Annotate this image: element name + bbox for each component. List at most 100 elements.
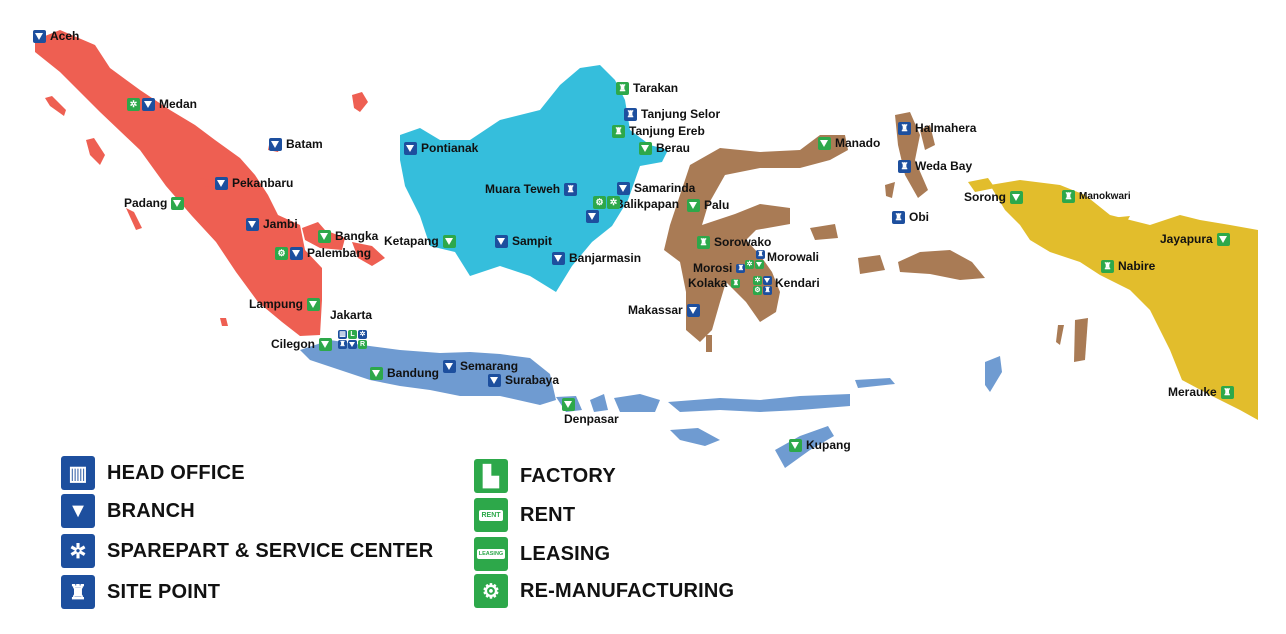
- branch-icon: [1216, 232, 1230, 246]
- rent-icon: [358, 340, 367, 349]
- location-manokwari[interactable]: Manokwari: [1062, 190, 1133, 203]
- location-manado[interactable]: Manado: [818, 136, 882, 150]
- branch-icon: [142, 97, 155, 111]
- location-tanjung-ereb[interactable]: Tanjung Ereb: [612, 124, 707, 138]
- location-morosi[interactable]: Morosi: [691, 261, 746, 275]
- location-semarang[interactable]: Semarang: [443, 359, 520, 373]
- branch-icon: [404, 141, 417, 155]
- location-obi[interactable]: Obi: [892, 210, 931, 224]
- remanufacturing-icon: [275, 246, 288, 260]
- location-berau[interactable]: Berau: [639, 141, 692, 155]
- branch-icon: [562, 398, 575, 411]
- sparepart-icon: [607, 196, 620, 209]
- location-balikpapan[interactable]: Balikpapan: [586, 196, 679, 223]
- site-point-icon: [564, 182, 578, 196]
- branch-icon: [639, 141, 652, 155]
- remanufacturing-icon: [593, 196, 606, 209]
- site-point-icon: [736, 263, 746, 273]
- location-surabaya[interactable]: Surabaya: [488, 373, 561, 387]
- location-halmahera[interactable]: Halmahera: [898, 121, 978, 135]
- location-pekanbaru[interactable]: Pekanbaru: [215, 176, 295, 190]
- branch-icon: [246, 217, 259, 231]
- head-office-icon: ▥: [61, 456, 95, 490]
- location-padang[interactable]: Padang: [122, 196, 185, 210]
- site-point-icon: [616, 81, 629, 95]
- sulawesi-maluku-region: [664, 112, 1088, 362]
- branch-icon: [687, 198, 700, 212]
- location-muara-teweh[interactable]: Muara Teweh: [483, 182, 578, 196]
- site-point-icon: [731, 278, 741, 288]
- legend-factory: ▙FACTORY: [474, 459, 616, 493]
- branch-icon: [370, 366, 383, 380]
- location-kupang[interactable]: Kupang: [789, 438, 853, 452]
- branch-icon: [686, 303, 700, 317]
- legend-site-point: ♜SITE POINT: [61, 575, 220, 609]
- branch-icon: [586, 210, 599, 223]
- site-point-icon: [898, 121, 911, 135]
- legend-remanufacturing: ⚙RE-MANUFACTURING: [474, 574, 734, 608]
- site-point-icon: ♜: [61, 575, 95, 609]
- site-point-icon: [624, 107, 637, 121]
- location-bandung[interactable]: Bandung: [370, 366, 441, 380]
- site-point-icon: [1101, 259, 1114, 273]
- location-jakarta[interactable]: Jakarta: [330, 308, 372, 349]
- location-tanjung-selor[interactable]: Tanjung Selor: [624, 107, 722, 121]
- rent-icon: RENT: [474, 498, 508, 532]
- location-ketapang[interactable]: Ketapang: [382, 234, 456, 248]
- branch-icon: [348, 340, 357, 349]
- sparepart-icon: [753, 276, 762, 285]
- leasing-icon: LEASING: [474, 537, 508, 571]
- branch-icon: [755, 260, 764, 269]
- location-medan[interactable]: Medan: [127, 97, 199, 111]
- remanufacturing-icon: ⚙: [474, 574, 508, 608]
- location-bangka[interactable]: Bangka: [318, 229, 380, 243]
- kalimantan-region: [400, 65, 668, 292]
- location-tarakan[interactable]: Tarakan: [616, 81, 680, 95]
- location-sorong[interactable]: Sorong: [962, 190, 1023, 204]
- site-point-icon: [898, 159, 911, 173]
- location-kendari[interactable]: Kendari: [753, 276, 820, 295]
- site-point-icon: [338, 340, 347, 349]
- location-batam[interactable]: Batam: [269, 137, 325, 151]
- sparepart-icon: [358, 330, 367, 339]
- branch-icon: [495, 234, 508, 248]
- location-samarinda[interactable]: Samarinda: [617, 181, 697, 195]
- branch-icon: [307, 297, 320, 311]
- location-banjarmasin[interactable]: Banjarmasin: [552, 251, 643, 265]
- branch-icon: [789, 438, 802, 452]
- location-sorowako[interactable]: Sorowako: [697, 235, 773, 249]
- location-pontianak[interactable]: Pontianak: [404, 141, 480, 155]
- site-point-icon: [756, 250, 765, 259]
- location-jambi[interactable]: Jambi: [246, 217, 300, 231]
- location-makassar[interactable]: Makassar: [626, 303, 700, 317]
- location-cilegon[interactable]: Cilegon: [269, 337, 332, 351]
- sumatra-region: [35, 30, 385, 336]
- branch-icon: [171, 196, 185, 210]
- leasing-icon: [348, 330, 357, 339]
- remanufacturing-icon: [753, 286, 762, 295]
- sparepart-service-icon: ✲: [61, 534, 95, 568]
- location-denpasar[interactable]: Denpasar: [562, 398, 619, 426]
- branch-icon: [488, 373, 501, 387]
- site-point-icon: [763, 286, 772, 295]
- site-point-icon: [1220, 385, 1234, 399]
- location-merauke[interactable]: Merauke: [1166, 385, 1234, 399]
- head-office-icon: [338, 330, 347, 339]
- branch-icon: [443, 359, 456, 373]
- location-nabire[interactable]: Nabire: [1101, 259, 1157, 273]
- location-palu[interactable]: Palu: [687, 198, 731, 212]
- location-kolaka[interactable]: Kolaka: [686, 276, 741, 290]
- branch-icon: [318, 229, 331, 243]
- factory-icon: ▙: [474, 459, 508, 493]
- location-sampit[interactable]: Sampit: [495, 234, 554, 248]
- location-morowali[interactable]: Morowali: [745, 250, 819, 269]
- legend-branch: ▼BRANCH: [61, 494, 195, 528]
- location-weda-bay[interactable]: Weda Bay: [898, 159, 974, 173]
- branch-icon: [552, 251, 565, 265]
- sparepart-icon: [745, 260, 754, 269]
- location-aceh[interactable]: Aceh: [33, 29, 81, 43]
- location-jayapura[interactable]: Jayapura: [1158, 232, 1230, 246]
- location-lampung[interactable]: Lampung: [247, 297, 320, 311]
- location-palembang[interactable]: Palembang: [275, 246, 373, 260]
